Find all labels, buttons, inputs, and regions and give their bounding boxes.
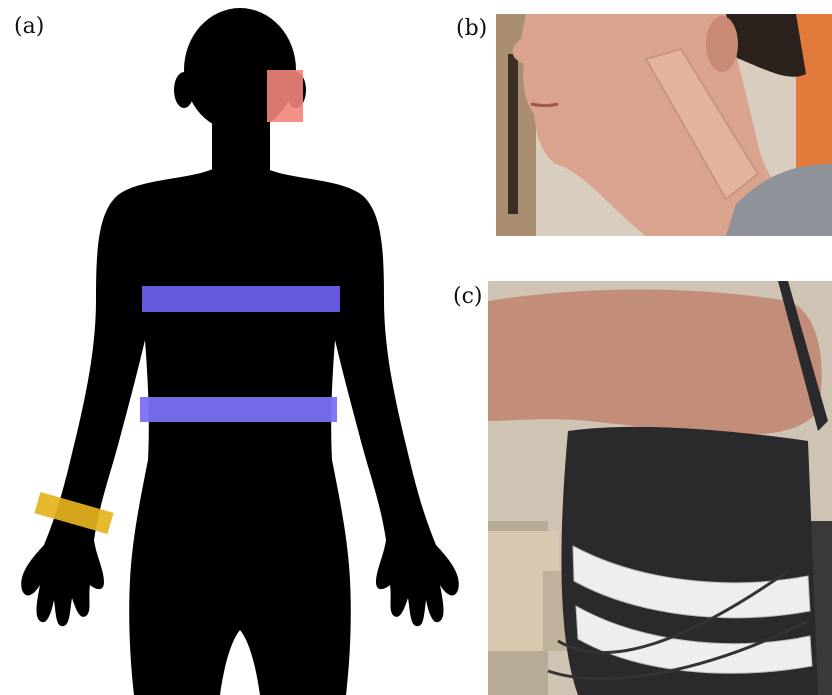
photo-chest-bands xyxy=(488,281,832,695)
body-silhouette-diagram xyxy=(0,0,480,695)
body-silhouette xyxy=(21,8,459,695)
upper-chest-band xyxy=(142,286,340,312)
lower-chest-band xyxy=(140,397,337,422)
face-sensor-patch xyxy=(267,70,303,122)
photo-face-sensor xyxy=(496,14,832,236)
